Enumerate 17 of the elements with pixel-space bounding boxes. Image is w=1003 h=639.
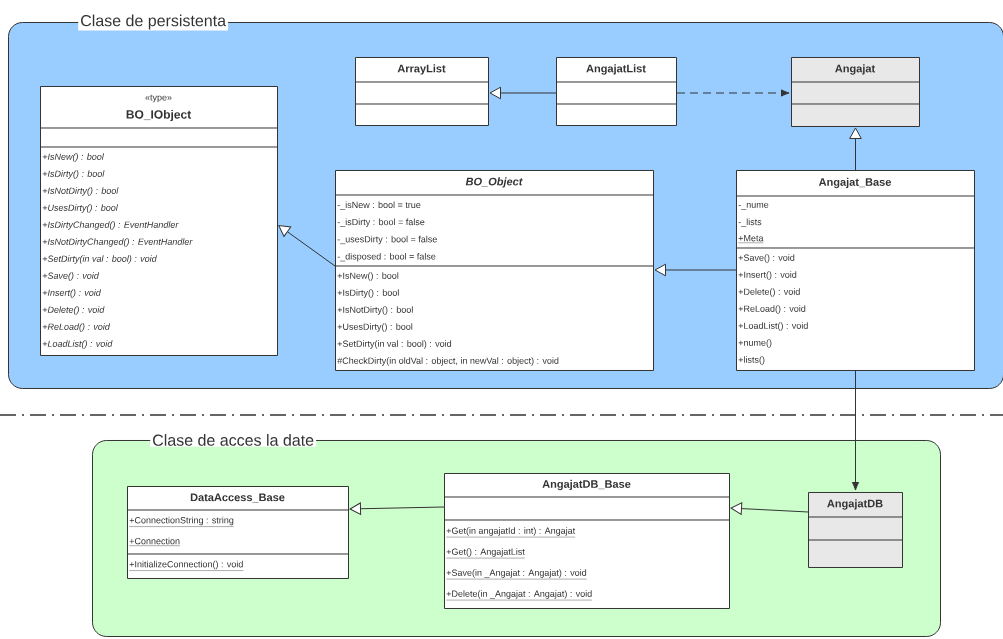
class-box: AngajatList bbox=[555, 57, 677, 126]
class-box: AngajatDB bbox=[807, 492, 903, 568]
arrow bbox=[489, 86, 557, 100]
arrow bbox=[676, 89, 790, 97]
class-box: Angajat bbox=[790, 57, 920, 127]
arrow bbox=[730, 502, 809, 515]
arrow bbox=[654, 263, 737, 277]
arrow bbox=[349, 502, 445, 516]
class-box: «type» BO_IObject +IsNew() : bool +IsDirty() : bool +IsNotDirty() : bool +UsesDirty() : bool +IsDirtyChanged() : EventHandler +IsNotDirtyChanged() : EventHandler +SetDirty(in val : bool) : void +Save() : void +Insert() : void +Delete() : void +ReLoad() : void +LoadList() : void bbox=[39, 86, 278, 356]
arrow bbox=[851, 370, 860, 491]
arrow bbox=[849, 127, 862, 171]
class-box: AngajatDB_Base +Get(in angajatId : int) : Angajat +Get() : AngajatList +Save(in _Angajat : Angajat) : void +Delete(in _Angajat : Angajat) : void bbox=[443, 473, 730, 609]
arrow bbox=[278, 225, 336, 267]
class-box: BO_Object -_isNew : bool = true -_isDirty : bool = false -_usesDirty : bool = false -_disposed : bool = false +IsNew() : bool +IsDirty() : bool +IsNotDirty() : bool +UsesDirty() : bool +SetDirty(in val : bool) : void #CheckDirty(in oldVal : object, in newVal : object) : void bbox=[334, 170, 654, 371]
class-box: Angajat_Base -_nume -_lists +Meta +Save() : void +Insert() : void +Delete() : void +ReLoad() : void +LoadList() : void +nume() +lists() bbox=[735, 170, 975, 371]
class-box: ArrayList bbox=[354, 57, 489, 126]
class-box: DataAccess_Base +ConnectionString : string +Connection +InitializeConnection() : void bbox=[126, 486, 349, 579]
